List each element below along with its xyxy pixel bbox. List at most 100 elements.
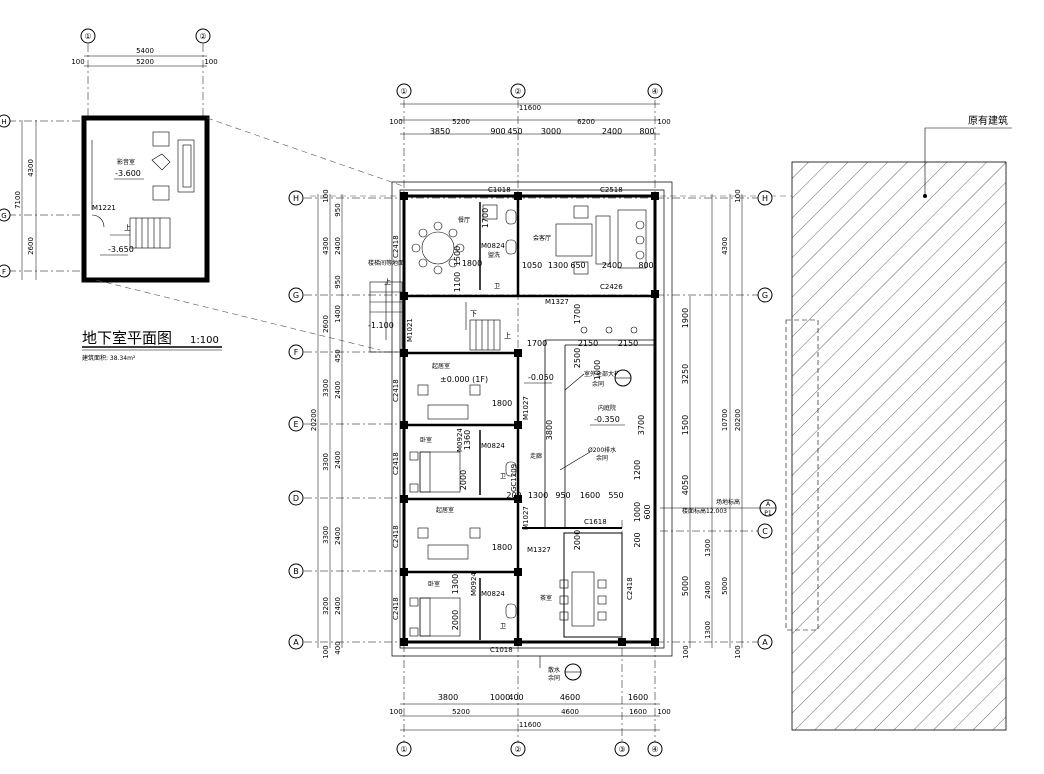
window-label: C1018 <box>488 186 511 194</box>
dim-text: 1360 <box>463 430 472 450</box>
dim-text: 1800 <box>492 543 512 552</box>
dim-text: 2400 <box>334 237 342 255</box>
toilet-icon <box>505 603 517 619</box>
basement-area: 建筑面积: 38.34m² <box>82 354 136 362</box>
basement-title: 地下室平面图 <box>82 329 172 347</box>
dim-text: 1800 <box>462 259 482 268</box>
axis-bubble: ② <box>514 745 521 754</box>
dim-text: 200 <box>506 491 521 500</box>
dim-text: 3250 <box>681 364 690 384</box>
dim-text: 100 <box>682 645 690 658</box>
axis-bubble: G <box>293 291 299 300</box>
stair-up-label: 上 <box>124 223 131 232</box>
dim-text: 100 <box>322 645 330 658</box>
dim-text: 1800 <box>492 399 512 408</box>
dim-text: 5200 <box>136 58 154 66</box>
room-label: 会客厅 <box>533 234 551 242</box>
stair-up: 上 <box>384 277 391 286</box>
bed-icon <box>409 597 461 637</box>
basement-scale: 1:100 <box>190 335 219 346</box>
dim-text: 1700 <box>527 339 547 348</box>
stair <box>369 281 501 353</box>
armchair-icon <box>152 131 170 147</box>
dim-text: 100 <box>322 189 330 202</box>
dim-text: 1100 <box>453 272 462 292</box>
window-label: C2518 <box>600 186 623 194</box>
main-plan: ① ② ④ ① ② ③ ④ H G F E D B A H <box>288 83 777 757</box>
dim-text: 1900 <box>681 308 690 328</box>
axis-bubble: F <box>2 268 6 276</box>
room-label: 内庭院 <box>598 404 616 412</box>
dim-text: 2400 <box>334 451 342 469</box>
axis-bubble: A <box>293 638 299 647</box>
dim-text: 6200 <box>577 118 595 126</box>
dim-text: 1300 <box>548 261 568 270</box>
window-label: C2418 <box>392 452 400 475</box>
window-label: C2418 <box>626 577 634 600</box>
door-label: M0824 <box>481 242 505 250</box>
dim-text: 5000 <box>721 577 729 595</box>
room-label: 卫 <box>500 623 506 630</box>
wall-note: 室外全部大样 <box>584 370 620 378</box>
door-label: M1027 <box>522 396 530 420</box>
sofa-icon <box>417 384 481 420</box>
elevation-label: -3.650 <box>108 245 134 254</box>
door-label: M0824 <box>481 590 505 598</box>
elevation-label: -3.600 <box>115 169 141 178</box>
sofa-set-icon <box>555 205 647 275</box>
dim-text: 11600 <box>519 721 541 729</box>
room-label: 起居室 <box>432 362 450 370</box>
section-mark-bottom: P1 <box>764 510 772 517</box>
dim-text: 2400 <box>602 127 622 136</box>
dim-text: 2400 <box>334 527 342 545</box>
elevation-label: -1.100 <box>368 321 394 330</box>
dim-text: 400 <box>334 641 342 654</box>
axis-bubble: H <box>762 194 768 203</box>
dim-text: 3700 <box>637 415 646 435</box>
dim-text: 3300 <box>322 526 330 544</box>
dim-text: 11600 <box>519 104 541 112</box>
dim-text: 100 <box>204 58 217 66</box>
dining-table-icon <box>411 221 465 275</box>
dim-text: 1600 <box>628 693 648 702</box>
dim-text: 5400 <box>136 47 154 55</box>
door-label: M1221 <box>92 204 116 212</box>
axis-bubble: ① <box>400 87 407 96</box>
door-label: M0924 <box>470 572 478 596</box>
sofa-icon <box>417 527 481 560</box>
window-label: C1618 <box>584 518 607 526</box>
dim-text: 100 <box>657 708 670 716</box>
dim-text: 950 <box>334 203 342 216</box>
dim-text: 100 <box>734 645 742 658</box>
dim-text: 1050 <box>522 261 542 270</box>
stair-note: 楼梯间等地面 <box>368 259 404 267</box>
dim-text: 2150 <box>618 339 638 348</box>
grid-note-2: 楼面标高12.003 <box>682 507 727 515</box>
dim-text: 4300 <box>322 237 330 255</box>
dim-text: 1000 <box>490 693 510 702</box>
dim-text: 2150 <box>578 339 598 348</box>
toilet-icon <box>505 461 517 477</box>
dim-text: 1300 <box>451 574 460 594</box>
room-label: 卧室 <box>428 580 440 588</box>
axis-bubble: ④ <box>651 87 658 96</box>
axis-bubble: F <box>294 348 299 357</box>
elevation-label: -0.350 <box>594 415 620 424</box>
dim-text: 4050 <box>681 475 690 495</box>
dim-text: 1300 <box>704 539 712 557</box>
dim-text: 1500 <box>453 246 462 266</box>
stair-up: 上 <box>504 331 511 340</box>
dim-text: 3800 <box>545 420 554 440</box>
door-label: M1327 <box>545 298 569 306</box>
dim-text: 4600 <box>560 693 580 702</box>
armchair-icon <box>152 185 170 201</box>
window-label: C2418 <box>392 525 400 548</box>
dim-text: 650 <box>570 261 585 270</box>
dim-text: 10700 <box>721 409 729 431</box>
dim-text: 1600 <box>629 708 647 716</box>
dim-text: 950 <box>334 275 342 288</box>
dim-text: 2500 <box>573 348 582 368</box>
dim-text: 900 <box>490 127 505 136</box>
dim-text: 1500 <box>681 415 690 435</box>
door-label: M1021 <box>406 318 414 342</box>
